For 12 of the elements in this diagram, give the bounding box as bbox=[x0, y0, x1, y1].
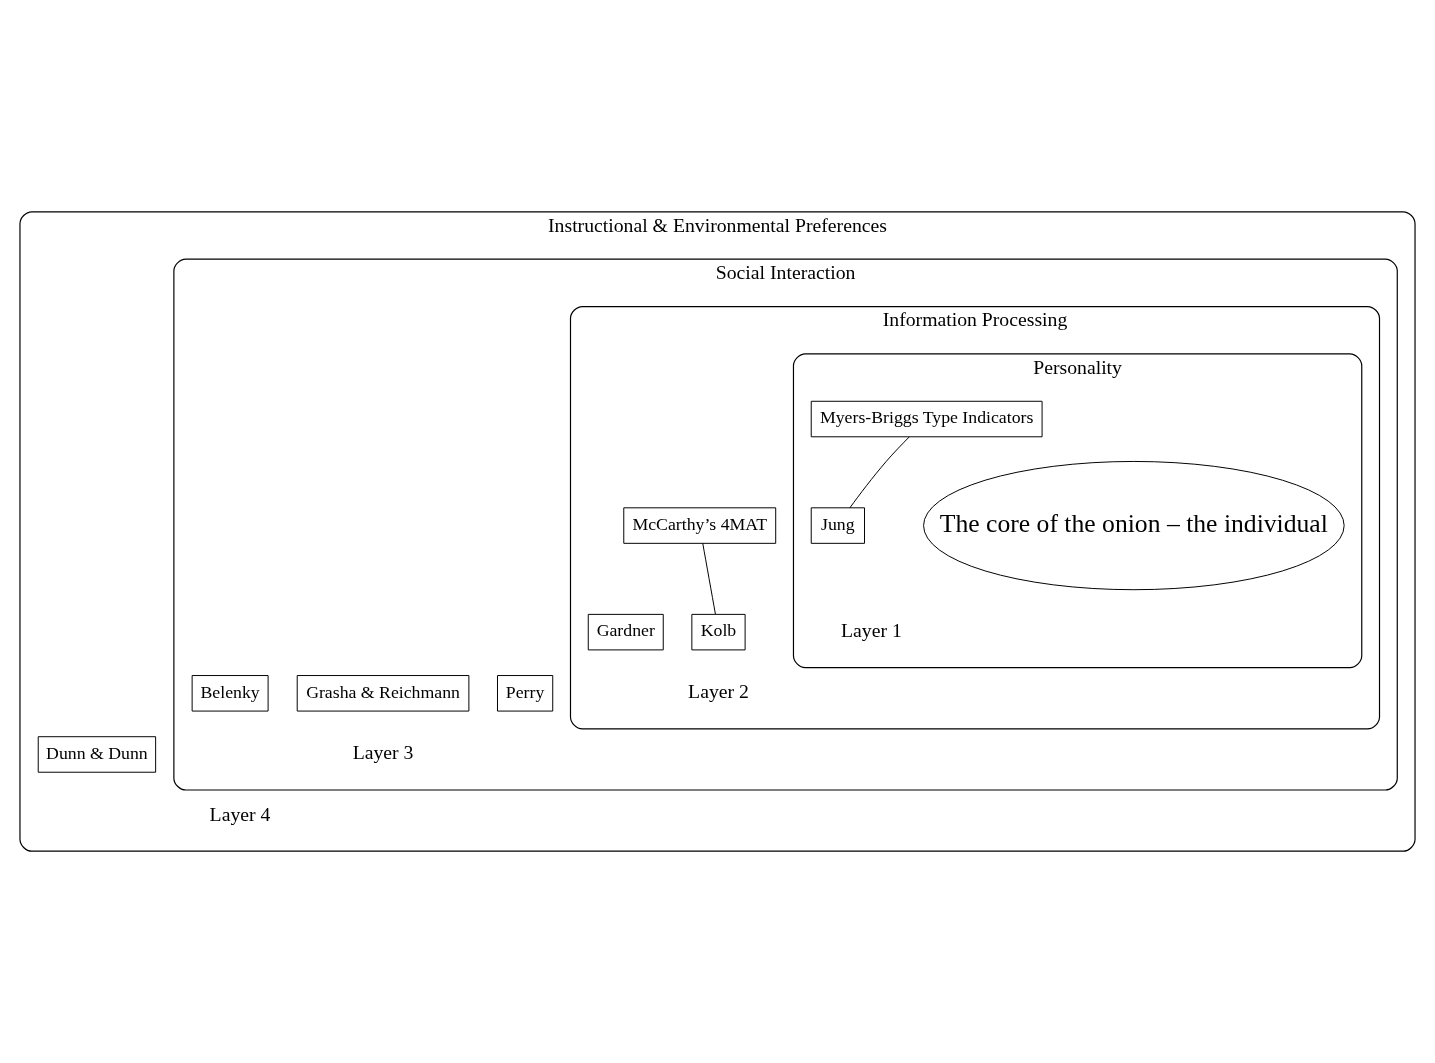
node-box: Grasha & Reichmann bbox=[296, 675, 470, 712]
node-ellipse: The core of the onion – the individual bbox=[923, 460, 1345, 591]
node-box: Gardner bbox=[587, 613, 664, 651]
node-box: Kolb bbox=[691, 613, 746, 651]
node-box: Myers-Briggs Type Indicators bbox=[810, 400, 1043, 438]
node-box: Perry bbox=[497, 675, 554, 712]
connector bbox=[702, 542, 716, 615]
connector bbox=[849, 436, 910, 509]
node-box: Jung bbox=[810, 507, 865, 544]
node-box: McCarthy’s 4MAT bbox=[623, 507, 777, 544]
node-box: Dunn & Dunn bbox=[37, 736, 157, 773]
node-box: Belenky bbox=[191, 675, 269, 712]
